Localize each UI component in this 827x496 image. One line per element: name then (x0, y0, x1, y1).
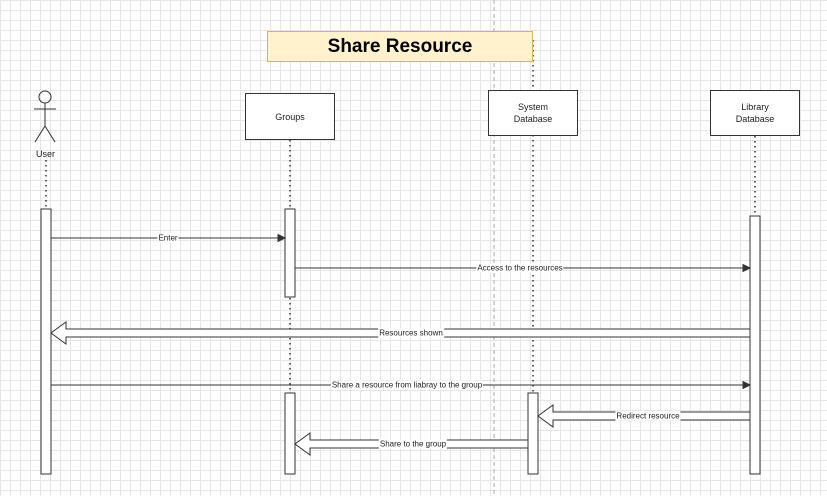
diagram-title: Share Resource (267, 31, 533, 62)
user-actor-label: User (36, 149, 56, 159)
msg-enter-arrowhead (277, 233, 287, 243)
groups-activation-2 (284, 392, 296, 475)
msg-shown-label: Resources shown (378, 328, 444, 338)
msg-access-label: Access to the resources (476, 263, 564, 273)
user-activation (40, 208, 52, 475)
library-db-participant: Library Database (710, 90, 800, 136)
library-db-activation (749, 215, 761, 475)
msg-share-label: Share a resource from liabray to the gro… (330, 380, 484, 390)
system-db-activation (527, 392, 539, 475)
msg-enter-label: Enter (157, 233, 179, 243)
msg-share-group-label: Share to the group (378, 439, 448, 449)
system-db-participant: System Database (488, 90, 578, 136)
library-db-participant-label: Library Database (735, 102, 775, 124)
groups-participant: Groups (245, 93, 335, 140)
groups-activation-1 (284, 208, 296, 298)
msg-access-arrowhead (742, 263, 752, 273)
groups-participant-label: Groups (275, 111, 305, 122)
user-actor-icon (34, 90, 56, 143)
system-db-participant-label: System Database (513, 102, 553, 124)
msg-redirect-label: Redirect resource (615, 411, 681, 421)
msg-share-arrowhead (742, 380, 752, 390)
